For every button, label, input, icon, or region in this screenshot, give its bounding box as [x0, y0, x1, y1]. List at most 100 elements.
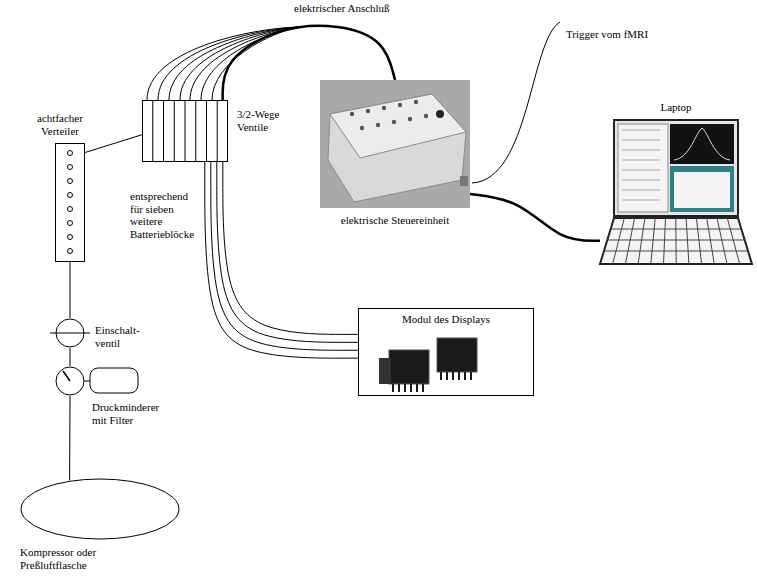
gui-row	[622, 180, 660, 181]
photo-background	[320, 80, 470, 208]
valve-divider	[174, 100, 175, 162]
braille-module	[389, 350, 429, 384]
valve-wire	[201, 27, 300, 100]
cable	[470, 194, 600, 241]
connector-socket	[460, 176, 468, 186]
control-unit-drawing	[320, 80, 470, 208]
outlet-port	[68, 193, 73, 198]
module-pin	[464, 372, 466, 380]
component-label: Laptop	[600, 101, 752, 114]
display-module-box-drawing	[359, 328, 535, 397]
outlet-port	[68, 235, 73, 240]
component-label: achtfacher Verteiler	[22, 112, 98, 137]
laptop-screen	[614, 120, 738, 216]
valve-block: 3/2-Wege Ventile	[142, 100, 228, 162]
trigger-wire	[472, 22, 560, 183]
pipe-line	[70, 262, 71, 318]
gui-row	[622, 130, 660, 131]
module-pin	[458, 372, 460, 380]
display-modules	[379, 338, 477, 392]
switch-knob	[414, 100, 418, 104]
laptop-drawing	[600, 118, 752, 266]
component-label: 3/2-Wege Ventile	[237, 108, 299, 133]
gui-dialog	[674, 172, 730, 208]
component-label: elektrische Steuereinheit	[320, 214, 470, 227]
valve-divider	[217, 100, 218, 162]
valve-bar	[50, 333, 90, 334]
gauge-circle	[56, 367, 84, 395]
component-label: Druckminderer mit Filter	[92, 401, 172, 426]
component-label: Kompressor oder Preßluftflasche	[20, 546, 150, 571]
valve-divider	[152, 100, 153, 162]
switch-knob	[366, 109, 370, 113]
module-pin	[422, 384, 424, 392]
outlet-port	[68, 221, 73, 226]
gui-row	[622, 200, 660, 201]
outlet-port	[68, 249, 73, 254]
control-unit: elektrische Steuereinheit	[320, 80, 470, 208]
valve-block-drawing	[142, 100, 228, 162]
pressure-reducer-drawing	[55, 366, 85, 396]
switch-knob	[360, 126, 364, 130]
main-knob	[436, 110, 444, 118]
switch-knob	[376, 123, 380, 127]
gui-window	[670, 166, 734, 212]
module-pin	[452, 372, 454, 380]
laptop-keyboard	[600, 218, 752, 264]
distributor-box-drawing	[55, 143, 85, 262]
key-column	[707, 218, 715, 264]
module-pin	[398, 384, 400, 392]
key-column	[696, 218, 701, 264]
key-column	[613, 218, 625, 264]
switch-valve-drawing	[55, 318, 85, 348]
signal-label: Trigger vom fMRI	[566, 28, 666, 41]
module-pin	[470, 372, 472, 380]
housing-side	[328, 94, 466, 202]
valve-wire	[180, 27, 300, 100]
switch-knob	[408, 117, 412, 121]
key-column	[686, 218, 689, 264]
gui-curve	[674, 128, 730, 160]
component-label: Einschalt- ventil	[95, 324, 151, 349]
key-column	[638, 218, 645, 264]
module-pin	[404, 384, 406, 392]
key-column	[625, 218, 634, 264]
distributor-box: achtfacher Verteiler	[55, 143, 85, 262]
gui-row	[622, 190, 660, 191]
valve-block-outline	[143, 101, 228, 162]
housing-top	[330, 94, 466, 158]
module-pin	[392, 384, 394, 392]
module-pin	[416, 384, 418, 392]
braille-module	[437, 338, 477, 372]
outlet-port	[68, 179, 73, 184]
module-pin	[410, 384, 412, 392]
valve-wire	[169, 27, 300, 100]
module-side	[379, 358, 391, 384]
key-column	[717, 218, 727, 264]
tank-ellipse	[21, 479, 179, 539]
note-label: entsprechend für sieben weitere Batterie…	[130, 190, 198, 241]
compressor-tank-drawing	[20, 478, 180, 540]
gui-row	[622, 170, 660, 171]
gui-panel	[618, 124, 668, 212]
switch-knob	[398, 103, 402, 107]
gui-row	[622, 140, 660, 141]
gauge-stub	[84, 381, 90, 382]
display-module-box: Modul des Displays	[358, 308, 534, 396]
module-pin	[440, 372, 442, 380]
outlet-port	[68, 151, 73, 156]
switch-valve: Einschalt- ventil	[55, 318, 85, 348]
distributor-outline	[56, 144, 85, 262]
gui-image	[670, 124, 734, 164]
switch-knob	[392, 120, 396, 124]
outlet-port	[68, 207, 73, 212]
gui-row	[622, 150, 660, 151]
laptop: Laptop	[600, 118, 752, 266]
pressure-reducer: Druckminderer mit Filter	[55, 366, 85, 396]
key-column	[727, 218, 739, 264]
filter-symbol	[90, 368, 138, 393]
connection-label: elektrischer Anschluß	[292, 2, 392, 15]
key-column	[675, 218, 676, 264]
key-column	[664, 218, 666, 264]
